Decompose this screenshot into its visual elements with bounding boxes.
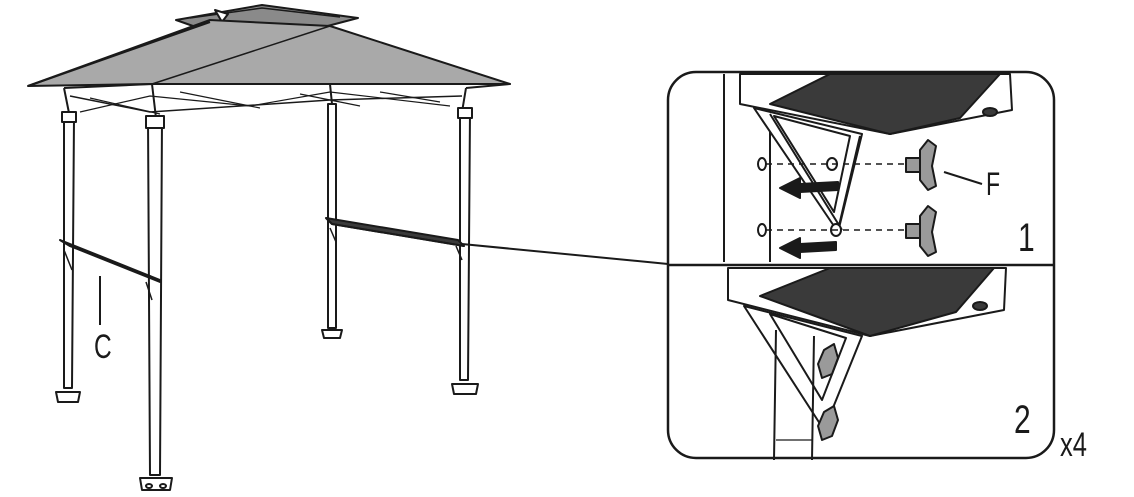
arrow-left-icon <box>779 177 839 199</box>
gazebo-canopy <box>27 19 511 87</box>
arrow-left-icon <box>779 237 837 259</box>
leader-line-f <box>943 171 983 185</box>
thumb-screw-icon <box>905 139 937 191</box>
step-2-detail <box>727 267 1007 461</box>
thumb-screw-icon <box>817 343 839 379</box>
detail-panel <box>666 70 1056 461</box>
step-1-detail <box>723 73 1013 262</box>
gazebo-frame <box>63 83 511 119</box>
step-number-2: 2 <box>1014 398 1031 442</box>
thumb-screw-icon <box>817 405 839 441</box>
detail-callout-line <box>461 243 669 265</box>
part-label-f: F <box>986 166 1001 202</box>
thumb-screw-icon <box>905 205 937 257</box>
part-label-c: C <box>94 328 112 366</box>
gazebo-shelf-left <box>59 239 161 281</box>
step-number-1: 1 <box>1018 216 1035 260</box>
gazebo-post-back-right <box>327 103 337 329</box>
repeat-count: x4 <box>1060 426 1087 464</box>
gazebo-illustration <box>27 4 511 491</box>
